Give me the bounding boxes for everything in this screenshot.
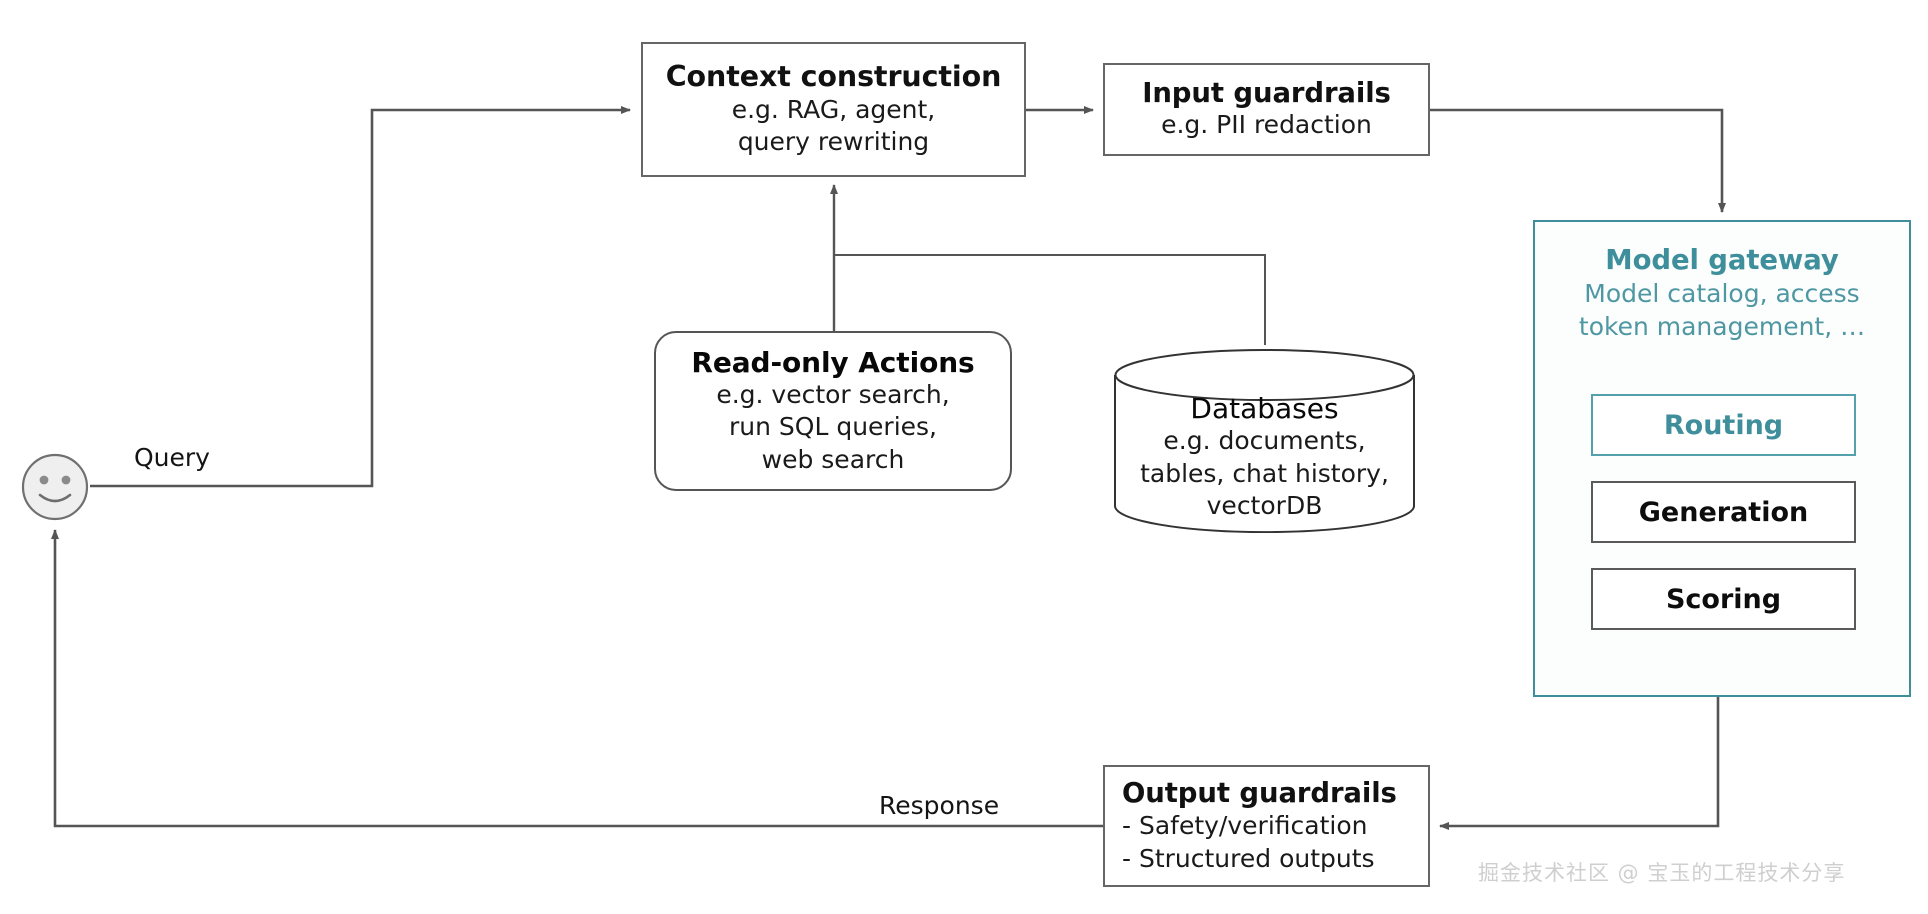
node-output-guardrails[interactable]: Output guardrails - Safety/verification …	[1103, 765, 1430, 887]
node-context-construction[interactable]: Context construction e.g. RAG, agent, qu…	[641, 42, 1026, 177]
model-gateway-title: Model gateway	[1605, 244, 1839, 276]
output-guardrails-title: Output guardrails	[1122, 777, 1397, 809]
read-only-actions-sub-line3: web search	[761, 444, 905, 474]
context-construction-title: Context construction	[665, 60, 1002, 94]
user-smiley-icon	[21, 453, 89, 521]
database-cylinder-shape	[1114, 349, 1415, 533]
node-read-only-actions[interactable]: Read-only Actions e.g. vector search, ru…	[654, 331, 1012, 491]
node-model-gateway[interactable]: Model gateway Model catalog, access toke…	[1533, 220, 1911, 697]
databases-sub-line2: tables, chat history,	[1140, 458, 1389, 488]
edge-input-guardrails-to-model-gateway	[1430, 108, 1726, 213]
watermark-text: 掘金技术社区 @ 宝玉的工程技术分享	[1478, 861, 1846, 885]
context-construction-sub-line1: e.g. RAG, agent,	[731, 94, 936, 124]
model-gateway-item-routing[interactable]: Routing	[1591, 394, 1856, 456]
databases-sub-line3: vectorDB	[1206, 491, 1323, 521]
input-guardrails-title: Input guardrails	[1142, 77, 1391, 110]
edge-label-query: Query	[134, 443, 210, 472]
databases-sub-line1: e.g. documents,	[1163, 426, 1366, 456]
model-gateway-header: Model gateway Model catalog, access toke…	[1535, 222, 1909, 344]
model-gateway-sub-line2: token management, …	[1578, 312, 1866, 342]
databases-title: Databases	[1190, 392, 1339, 425]
databases-text-block: Databases e.g. documents, tables, chat h…	[1113, 392, 1416, 523]
edge-response	[51, 529, 1103, 828]
node-input-guardrails[interactable]: Input guardrails e.g. PII redaction	[1103, 63, 1430, 156]
read-only-actions-sub-line1: e.g. vector search,	[716, 379, 950, 409]
edge-query	[90, 106, 631, 488]
output-guardrails-sub-line2: - Structured outputs	[1122, 843, 1375, 873]
output-guardrails-sub-line1: - Safety/verification	[1122, 811, 1368, 840]
edge-model-gateway-to-output-guardrails	[1439, 697, 1720, 830]
model-gateway-sub-line1: Model catalog, access	[1584, 279, 1860, 308]
node-databases[interactable]: Databases e.g. documents, tables, chat h…	[1113, 348, 1416, 533]
read-only-actions-sub-line2: run SQL queries,	[728, 412, 937, 442]
read-only-actions-title: Read-only Actions	[691, 345, 975, 379]
input-guardrails-sub-line1: e.g. PII redaction	[1161, 110, 1372, 140]
model-gateway-item-scoring[interactable]: Scoring	[1591, 568, 1856, 630]
edge-label-response: Response	[879, 791, 1000, 820]
context-construction-sub-line2: query rewriting	[737, 127, 930, 157]
model-gateway-item-generation[interactable]: Generation	[1591, 481, 1856, 543]
